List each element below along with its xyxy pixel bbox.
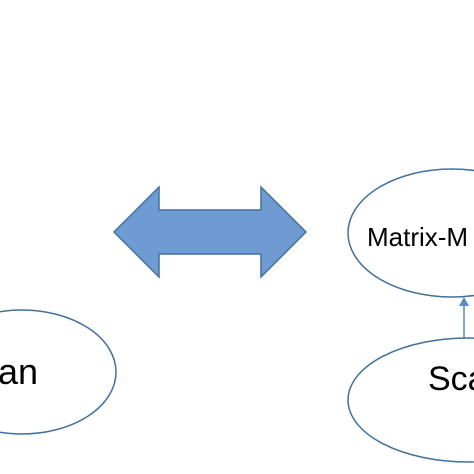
connector-arrowhead-icon bbox=[459, 297, 469, 306]
left-bottom-node-ellipse bbox=[0, 309, 117, 435]
left-bottom-node-label: an bbox=[0, 351, 38, 392]
connector-arrow bbox=[459, 297, 469, 338]
left-bottom-node: an bbox=[0, 309, 117, 435]
right-top-node-ellipse bbox=[347, 168, 474, 298]
double-arrow-icon bbox=[112, 185, 308, 279]
right-top-node: Matrix-M bbox=[347, 168, 474, 298]
right-top-node-label: Matrix-M bbox=[367, 222, 468, 252]
right-bottom-node-ellipse bbox=[347, 337, 474, 463]
right-bottom-node: Sca bbox=[347, 337, 474, 463]
right-bottom-node-label: Sca bbox=[428, 360, 474, 398]
